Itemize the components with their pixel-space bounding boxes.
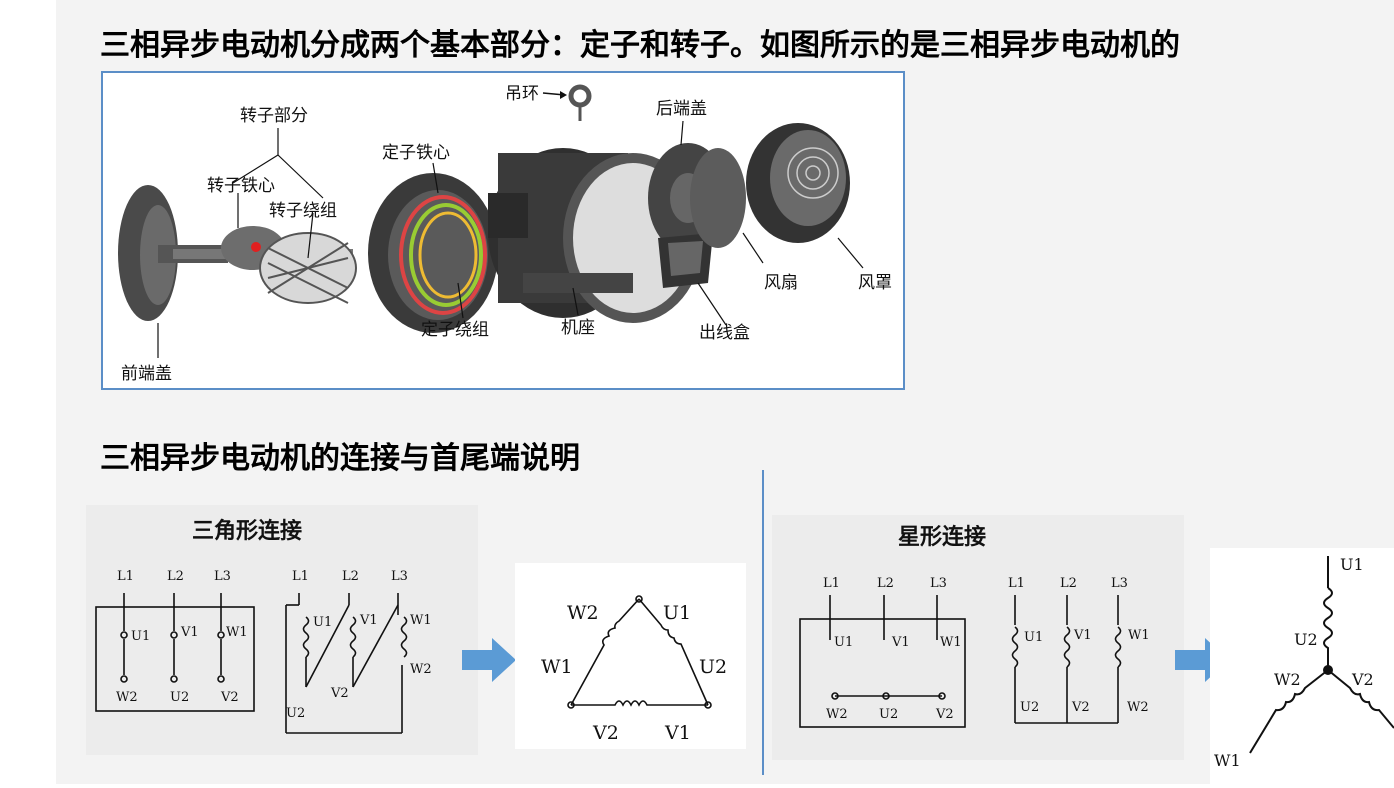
delta-w1: W1 bbox=[226, 625, 248, 640]
delta-u1: U1 bbox=[131, 629, 150, 644]
label-rotor-part: 转子部分 bbox=[240, 106, 308, 126]
delta-l2: L2 bbox=[167, 569, 184, 584]
label-stator-winding: 定子绕组 bbox=[421, 320, 489, 340]
delta-coil-u1: U1 bbox=[313, 615, 332, 630]
delta-v1: V1 bbox=[180, 625, 199, 640]
star-l3: L3 bbox=[930, 576, 947, 591]
label-rotor-core: 转子铁心 bbox=[207, 176, 275, 196]
motor-exploded-figure: 吊环 后端盖 转子部分 定子铁心 转子铁心 转子绕组 定子绕组 机座 出线盒 风… bbox=[101, 71, 905, 390]
star-coil-w1: W1 bbox=[1128, 628, 1150, 643]
star-coil-v1: V1 bbox=[1073, 628, 1092, 643]
label-lifting-ring: 吊环 bbox=[505, 84, 539, 104]
star-coil-u1: U1 bbox=[1024, 630, 1043, 645]
delta-coil-l2: L2 bbox=[342, 569, 359, 584]
star-v2: V2 bbox=[935, 707, 954, 722]
star-connection-panel: 星形连接 L1 L2 L3 U1 V1 W1 W2 bbox=[772, 515, 1184, 760]
y-u1: U1 bbox=[1340, 555, 1364, 574]
motor-illustration: 吊环 后端盖 转子部分 定子铁心 转子铁心 转子绕组 定子绕组 机座 出线盒 风… bbox=[118, 84, 892, 384]
delta-coil-v1: V1 bbox=[359, 613, 378, 628]
delta-coil-u2: U2 bbox=[286, 706, 305, 721]
delta-coil-l3: L3 bbox=[391, 569, 408, 584]
y-u2: U2 bbox=[1294, 630, 1318, 649]
delta-coil-v2: V2 bbox=[330, 686, 349, 701]
y-w2: W2 bbox=[1274, 670, 1301, 689]
star-w1: W1 bbox=[940, 635, 962, 650]
delta-coil-w1: W1 bbox=[410, 613, 432, 628]
delta-coil-w2: W2 bbox=[410, 662, 432, 677]
y-w1: W1 bbox=[1214, 751, 1241, 770]
label-frame-base: 机座 bbox=[561, 318, 595, 338]
label-fan-cover: 风罩 bbox=[858, 273, 892, 293]
label-rear-cover: 后端盖 bbox=[656, 99, 707, 119]
rotor-cage bbox=[259, 232, 357, 304]
tri-u2: U2 bbox=[699, 656, 727, 678]
section-heading: 三相异步电动机的连接与首尾端说明 bbox=[100, 441, 580, 476]
star-y-diagram: U1 U2 W2 V2 W1 bbox=[1214, 555, 1394, 770]
star-coil-w2: W2 bbox=[1127, 700, 1149, 715]
delta-triangle-diagram: W2 U1 W1 U2 V2 V1 bbox=[541, 595, 727, 744]
star-l1: L1 bbox=[823, 576, 840, 591]
y-v2: V2 bbox=[1351, 670, 1374, 689]
star-v1: V1 bbox=[891, 635, 910, 650]
tri-v1: V1 bbox=[664, 722, 691, 744]
star-coil-u2: U2 bbox=[1020, 700, 1039, 715]
star-coil-l1: L1 bbox=[1008, 576, 1025, 591]
label-junction-box: 出线盒 bbox=[699, 323, 750, 343]
left-margin bbox=[0, 0, 56, 784]
delta-u2: U2 bbox=[170, 690, 189, 705]
star-w2: W2 bbox=[826, 707, 848, 722]
label-rotor-winding: 转子绕组 bbox=[269, 201, 337, 221]
delta-v2: V2 bbox=[220, 690, 239, 705]
star-l2: L2 bbox=[877, 576, 894, 591]
star-coil-l2: L2 bbox=[1060, 576, 1077, 591]
delta-connection-panel: 三角形连接 L1 bbox=[86, 505, 478, 755]
star-coil-v2: V2 bbox=[1071, 700, 1090, 715]
delta-wiring-diagram: L1 L2 L3 U1 V1 W1 W2 U2 V2 L1 L2 L3 U1 V… bbox=[95, 569, 432, 734]
delta-l1: L1 bbox=[117, 569, 134, 584]
delta-coil-l1: L1 bbox=[292, 569, 309, 584]
delta-triangle-result: W2 U1 W1 U2 V2 V1 bbox=[515, 563, 746, 749]
star-wiring-diagram: L1 L2 L3 U1 V1 W1 W2 U2 V2 L1 L2 L3 U1 V… bbox=[799, 576, 1150, 728]
tri-w2: W2 bbox=[567, 602, 599, 624]
label-stator-core: 定子铁心 bbox=[382, 143, 450, 163]
vertical-divider bbox=[762, 470, 764, 775]
star-u2: U2 bbox=[879, 707, 898, 722]
fan-shape bbox=[690, 148, 746, 248]
label-fan: 风扇 bbox=[764, 273, 798, 293]
delta-l3: L3 bbox=[214, 569, 231, 584]
tri-w1: W1 bbox=[541, 656, 573, 678]
lifting-ring-shape bbox=[568, 84, 592, 108]
delta-right-arrow-icon bbox=[462, 638, 516, 682]
red-indicator-dot bbox=[251, 242, 261, 252]
page-title: 三相异步电动机分成两个基本部分：定子和转子。如图所示的是三相异步电动机的 bbox=[100, 28, 1180, 63]
delta-title: 三角形连接 bbox=[192, 519, 303, 544]
label-front-cover: 前端盖 bbox=[121, 364, 172, 384]
star-title: 星形连接 bbox=[898, 525, 987, 550]
tri-v2: V2 bbox=[592, 722, 619, 744]
delta-w2: W2 bbox=[116, 690, 138, 705]
tri-u1: U1 bbox=[663, 602, 691, 624]
star-u1: U1 bbox=[834, 635, 853, 650]
star-y-result: U1 U2 W2 V2 W1 bbox=[1210, 548, 1394, 784]
star-coil-l3: L3 bbox=[1111, 576, 1128, 591]
